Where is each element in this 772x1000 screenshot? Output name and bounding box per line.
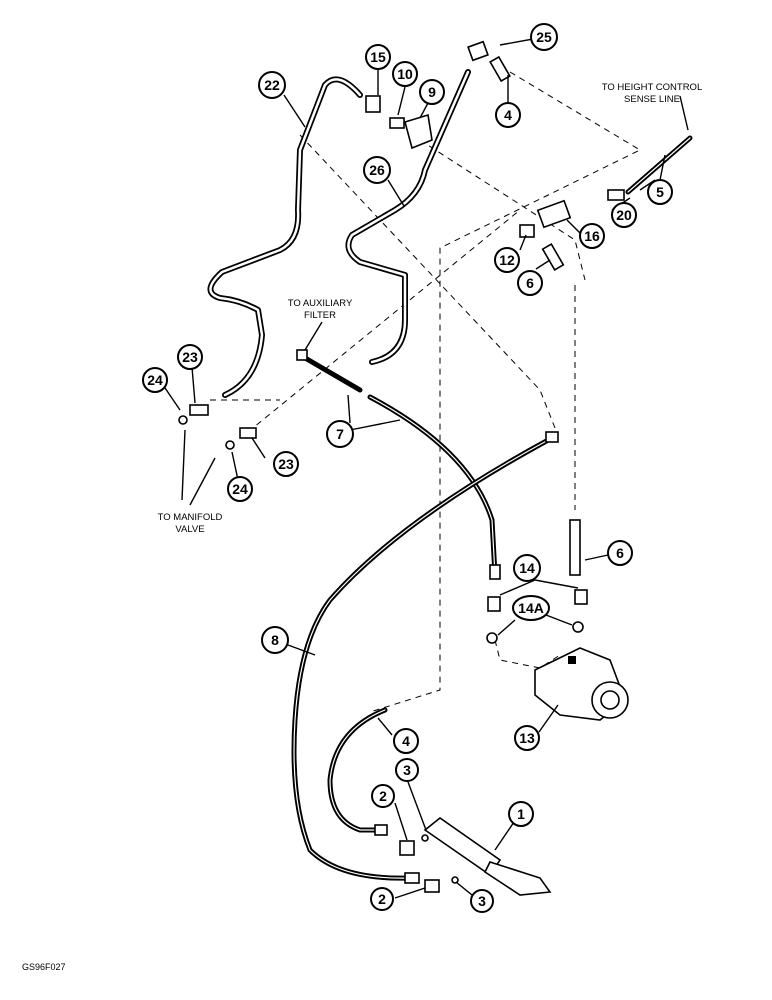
svg-text:6: 6: [616, 545, 624, 561]
motor-13: [534, 647, 629, 721]
hose-4-lower: [327, 707, 388, 836]
svg-text:25: 25: [536, 29, 552, 45]
callout-7: 7: [326, 420, 354, 448]
svg-text:23: 23: [278, 456, 294, 472]
svg-text:14: 14: [519, 560, 535, 576]
label-aux-filter-1: TO AUXILIARY: [288, 298, 353, 309]
callout-8: 8: [261, 626, 289, 654]
callout-3-top: 3: [395, 758, 419, 782]
cylinder-1: [423, 817, 552, 896]
callout-4-top: 4: [495, 102, 521, 128]
hose-7: [296, 349, 501, 580]
svg-text:20: 20: [616, 207, 632, 223]
callout-13: 13: [514, 725, 540, 751]
svg-text:9: 9: [428, 84, 436, 100]
callout-14a: 14A: [512, 595, 550, 621]
hose-8: [291, 431, 559, 884]
callout-2-top: 2: [371, 784, 395, 808]
tube-26: [345, 69, 471, 365]
svg-text:10: 10: [397, 66, 413, 82]
svg-text:2: 2: [378, 891, 386, 907]
svg-text:14A: 14A: [518, 600, 544, 616]
hose-5: [625, 135, 693, 195]
svg-text:13: 13: [519, 730, 535, 746]
svg-text:22: 22: [264, 77, 280, 93]
callout-2-bottom: 2: [370, 887, 394, 911]
callout-6-top: 6: [517, 270, 543, 296]
dashed-alignment-lines: [210, 71, 642, 713]
callout-16: 16: [579, 223, 605, 249]
label-aux-filter-2: FILTER: [304, 310, 336, 321]
callout-1: 1: [508, 801, 534, 827]
callout-12: 12: [494, 247, 520, 273]
callout-4-bottom: 4: [393, 728, 419, 754]
callout-5: 5: [647, 179, 673, 205]
leader-lines: [162, 36, 689, 899]
svg-text:4: 4: [504, 107, 512, 123]
svg-text:1: 1: [517, 806, 525, 822]
figure-id: GS96F027: [22, 962, 66, 972]
callout-23-top: 23: [177, 344, 203, 370]
label-height-control-1: TO HEIGHT CONTROL: [602, 82, 702, 93]
callout-22: 22: [258, 71, 286, 99]
svg-text:6: 6: [526, 275, 534, 291]
callout-24-bottom: 24: [227, 476, 253, 502]
svg-text:16: 16: [584, 228, 600, 244]
callout-24-top: 24: [142, 367, 168, 393]
svg-text:2: 2: [379, 788, 387, 804]
callout-26: 26: [363, 156, 391, 184]
callout-9: 9: [419, 79, 445, 105]
callout-20: 20: [611, 202, 637, 228]
svg-text:23: 23: [182, 349, 198, 365]
tube-22: [207, 76, 363, 398]
label-manifold-2: VALVE: [175, 524, 204, 535]
svg-text:4: 4: [402, 733, 410, 749]
svg-text:7: 7: [336, 426, 344, 442]
callout-23-bottom: 23: [273, 451, 299, 477]
svg-text:8: 8: [271, 632, 279, 648]
callout-3-bottom: 3: [470, 889, 494, 913]
fittings: [178, 40, 625, 893]
svg-text:24: 24: [147, 372, 163, 388]
callout-15: 15: [365, 44, 391, 70]
svg-text:12: 12: [499, 252, 515, 268]
callout-25: 25: [530, 23, 558, 51]
callout-10: 10: [392, 61, 418, 87]
label-height-control-2: SENSE LINE: [624, 94, 680, 105]
svg-text:24: 24: [232, 481, 248, 497]
label-manifold-1: TO MANIFOLD: [158, 512, 223, 523]
callout-14: 14: [513, 554, 541, 582]
svg-text:5: 5: [656, 184, 664, 200]
callout-6-bottom: 6: [607, 540, 633, 566]
svg-text:26: 26: [369, 162, 385, 178]
svg-text:3: 3: [403, 762, 411, 778]
svg-text:15: 15: [370, 49, 386, 65]
svg-text:3: 3: [478, 893, 486, 909]
